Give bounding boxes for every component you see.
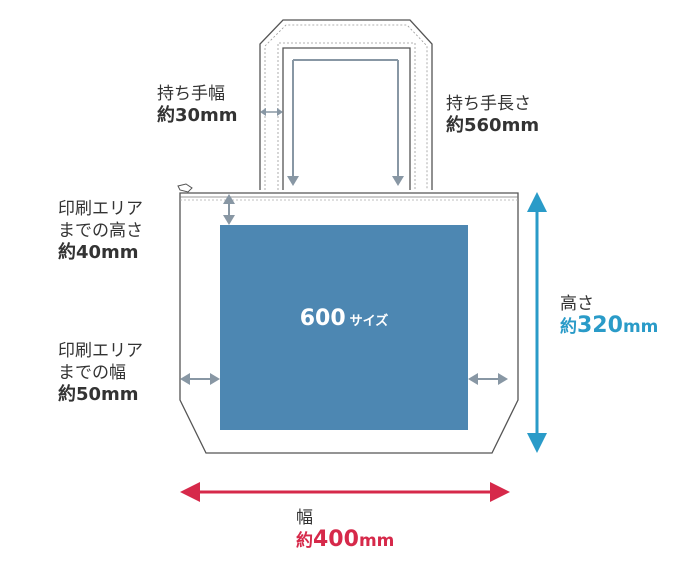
width-unit: mm bbox=[358, 531, 395, 551]
print-top-line1: 印刷エリア bbox=[58, 199, 143, 219]
handle-width-value: 約30mm bbox=[157, 105, 238, 126]
width-value: 約400mm bbox=[296, 529, 394, 552]
handle-length-title: 持ち手長さ bbox=[446, 94, 531, 114]
print-side-line1: 印刷エリア bbox=[58, 341, 143, 361]
height-value: 約320mm bbox=[560, 315, 658, 338]
height-label: 高さ 約320mm bbox=[560, 293, 658, 338]
print-top-value: 約40mm bbox=[58, 242, 139, 263]
print-area bbox=[220, 225, 468, 430]
print-side-arrow-right bbox=[468, 373, 508, 385]
width-title: 幅 bbox=[296, 508, 313, 528]
handle-width-label: 持ち手幅 約30mm bbox=[157, 83, 238, 127]
width-number: 400 bbox=[313, 527, 359, 552]
height-arrow bbox=[527, 192, 547, 453]
print-area-suffix: サイズ bbox=[349, 314, 389, 329]
print-top-line2: までの高さ bbox=[58, 221, 143, 241]
handle-stitch bbox=[264, 24, 428, 190]
print-side-label: 印刷エリア までの幅 約50mm bbox=[58, 340, 143, 406]
handle-length-arrow-right bbox=[392, 60, 404, 186]
print-side-arrow-left bbox=[180, 373, 220, 385]
print-area-number: 600 bbox=[299, 306, 346, 331]
print-top-arrow bbox=[223, 194, 235, 225]
print-top-label: 印刷エリア までの高さ 約40mm bbox=[58, 198, 143, 264]
print-side-line2: までの幅 bbox=[58, 363, 126, 383]
height-prefix: 約 bbox=[560, 317, 577, 337]
handle-inner-outline bbox=[282, 47, 411, 190]
height-title: 高さ bbox=[560, 294, 594, 314]
handle-inner-stitch bbox=[277, 42, 416, 190]
handle-outline bbox=[259, 19, 433, 190]
height-unit: mm bbox=[622, 317, 659, 337]
handle-width-arrow bbox=[260, 108, 283, 116]
zipper-pull bbox=[177, 183, 193, 193]
height-number: 320 bbox=[577, 313, 623, 338]
handle-length-arrow-left bbox=[287, 60, 299, 186]
handle-length-label: 持ち手長さ 約560mm bbox=[446, 93, 539, 137]
handle-width-title: 持ち手幅 bbox=[157, 84, 225, 104]
handle-length-value: 約560mm bbox=[446, 115, 540, 136]
width-prefix: 約 bbox=[296, 531, 313, 551]
print-side-value: 約50mm bbox=[58, 384, 139, 405]
width-arrow bbox=[180, 482, 510, 502]
width-label: 幅 約400mm bbox=[296, 507, 394, 552]
